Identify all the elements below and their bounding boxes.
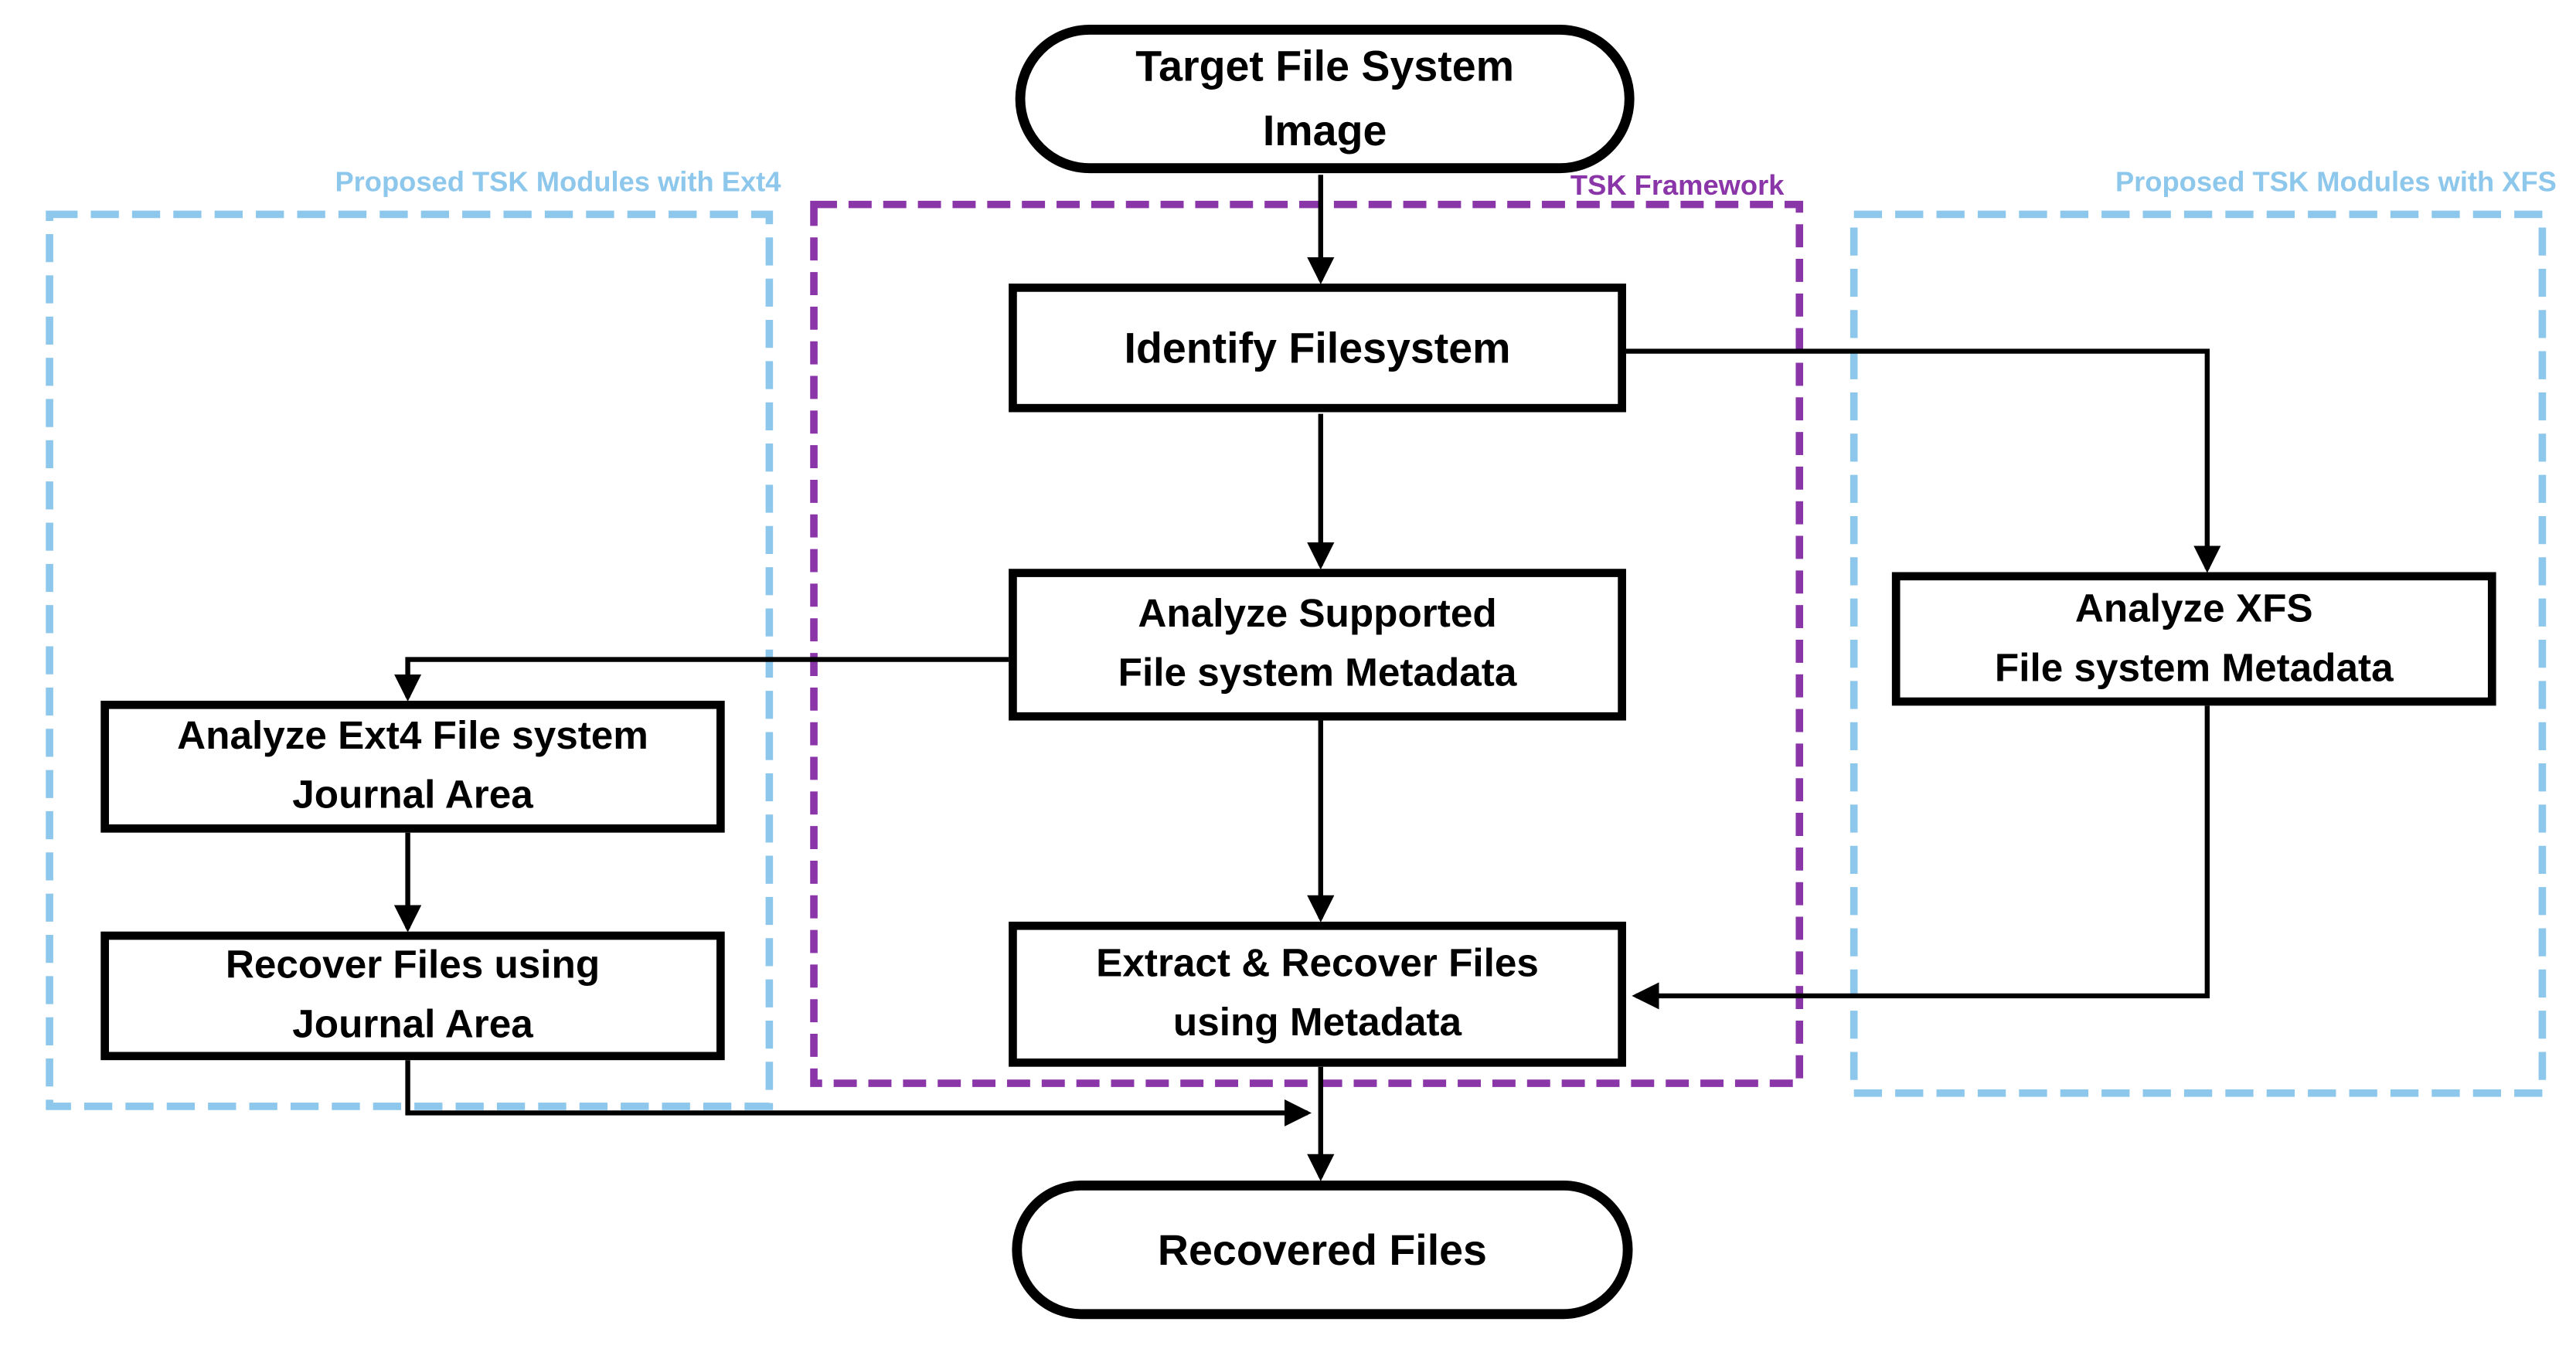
node-recover-journal-label-line1: Recover Files using — [225, 943, 601, 988]
edge-recover-journal-to-recovered — [405, 1060, 1312, 1127]
node-target-label-line1: Target File System — [1135, 41, 1514, 91]
node-recovered-label: Recovered Files — [1157, 1224, 1487, 1274]
region-label-tsk: TSK Framework — [1570, 169, 1785, 202]
node-extract-label-line2: using Metadata — [1172, 1001, 1462, 1045]
node-analyze-ext4-label-line2: Journal Area — [292, 773, 533, 818]
node-identify-filesystem: Identify Filesystem — [1009, 284, 1626, 413]
edge-analyze-supported-to-analyze-ext4 — [393, 657, 1009, 702]
node-recover-journal-label-line2: Journal Area — [292, 1002, 533, 1048]
node-analyze-supported-metadata: Analyze Supported File system Metadata — [1009, 569, 1626, 721]
node-analyze-ext4-journal: Analyze Ext4 File system Journal Area — [100, 700, 725, 833]
edge-analyze-xfs-to-extract — [1632, 705, 2210, 1010]
node-analyze-ext4-label-line1: Analyze Ext4 File system — [177, 714, 648, 759]
node-analyze-xfs-metadata: Analyze XFS File system Metadata — [1891, 572, 2496, 706]
node-identify-label: Identify Filesystem — [1124, 322, 1511, 372]
node-recovered-files: Recovered Files — [1012, 1180, 1633, 1320]
node-extract-recover-files: Extract & Recover Files using Metadata — [1009, 921, 1626, 1067]
region-label-ext4: Proposed TSK Modules with Ext4 — [335, 166, 781, 199]
node-analyze-xfs-label-line2: File system Metadata — [1994, 645, 2394, 691]
node-extract-label-line1: Extract & Recover Files — [1096, 941, 1539, 987]
node-analyze-supported-label-line1: Analyze Supported — [1138, 592, 1497, 637]
node-analyze-supported-label-line2: File system Metadata — [1118, 651, 1517, 696]
node-recover-files-journal: Recover Files using Journal Area — [100, 931, 725, 1061]
node-target-file-system-image: Target File System Image — [1015, 25, 1635, 174]
node-target-label-line2: Image — [1262, 105, 1387, 155]
node-analyze-xfs-label-line1: Analyze XFS — [2074, 586, 2313, 631]
edge-identify-to-analyze-xfs — [1625, 348, 2221, 573]
region-label-xfs: Proposed TSK Modules with XFS — [2115, 166, 2557, 199]
region-tsk-outline — [810, 200, 1804, 1087]
region-xfs-outline — [1849, 210, 2547, 1097]
